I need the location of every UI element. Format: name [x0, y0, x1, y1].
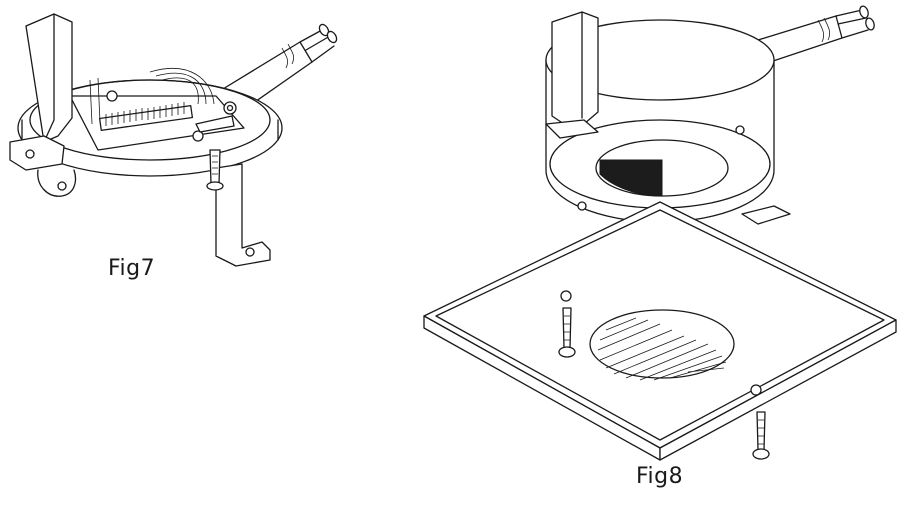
mounting-bracket-icon: [215, 163, 271, 267]
grille-slots: [589, 309, 735, 381]
mounting-bracket-icon: [545, 11, 791, 225]
fig8-caption: Fig8: [636, 464, 684, 489]
screw-icon: [206, 149, 224, 191]
fig7-caption: Fig7: [108, 256, 156, 281]
grille-cover-icon: [423, 201, 897, 461]
fig7-drawing: [9, 13, 338, 267]
screw-icon: [752, 411, 770, 460]
mounting-bracket-icon: [9, 13, 77, 197]
fig8-drawing: [423, 5, 897, 461]
terminal-strip: [98, 102, 194, 131]
screw-icon: [558, 307, 576, 358]
